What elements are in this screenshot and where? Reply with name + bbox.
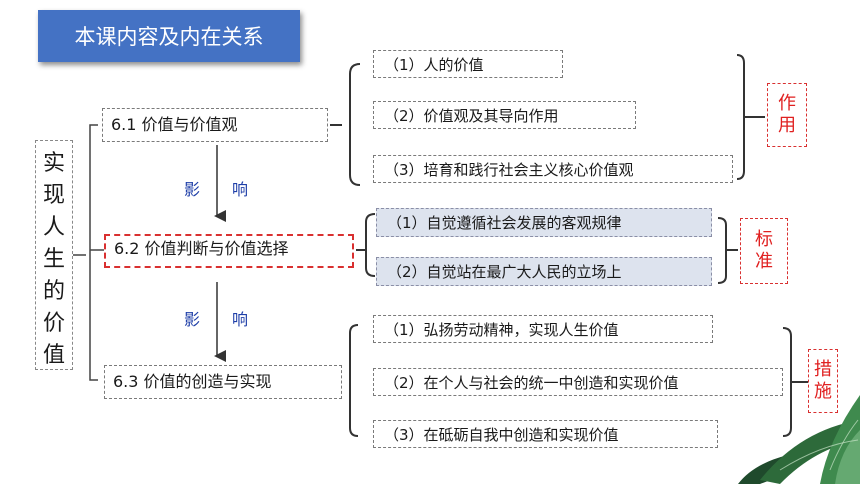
group3-item: （3）在砥砺自我中创造和实现价值 — [373, 420, 718, 448]
influence-label: 响 — [232, 310, 249, 329]
tag-standard: 标 准 — [740, 218, 788, 284]
tag-char: 施 — [814, 381, 832, 402]
group3-item: （1）弘扬劳动精神，实现人生价值 — [373, 315, 713, 343]
influence-label: 响 — [232, 180, 249, 199]
root-char: 现 — [42, 183, 65, 208]
module-6-2: 6.2 价值判断与价值选择 — [104, 234, 354, 268]
group3-item: （2）在个人与社会的统一中创造和实现价值 — [373, 368, 783, 396]
root-char: 的 — [42, 279, 65, 304]
group2-item: （2）自觉站在最广大人民的立场上 — [376, 257, 712, 286]
tag-measures: 措 施 — [808, 349, 838, 413]
influence-label: 影 — [184, 180, 201, 199]
root-concept-box: 实 现 人 生 的 价 值 — [35, 140, 73, 370]
tag-char: 措 — [814, 358, 832, 380]
root-char: 实 — [42, 151, 65, 176]
page-title: 本课内容及内在关系 — [38, 10, 300, 62]
leaf-decoration — [738, 395, 860, 484]
group1-item: （2）价值观及其导向作用 — [373, 101, 636, 129]
influence-label: 影 — [184, 310, 201, 329]
module-6-3: 6.3 价值的创造与实现 — [104, 365, 342, 399]
group2-item: （1）自觉遵循社会发展的客观规律 — [376, 208, 712, 237]
module-6-1: 6.1 价值与价值观 — [102, 108, 328, 142]
root-char: 价 — [42, 311, 65, 336]
tag-function: 作 用 — [767, 83, 807, 147]
group1-item: （3）培育和践行社会主义核心价值观 — [373, 155, 733, 183]
root-char: 人 — [42, 215, 65, 240]
tag-char: 用 — [778, 115, 796, 136]
root-char: 值 — [42, 343, 65, 368]
tag-char: 准 — [755, 251, 773, 272]
root-char: 生 — [42, 247, 65, 272]
group1-item: （1）人的价值 — [373, 50, 563, 78]
tag-char: 作 — [778, 92, 796, 114]
tag-char: 标 — [755, 228, 773, 250]
